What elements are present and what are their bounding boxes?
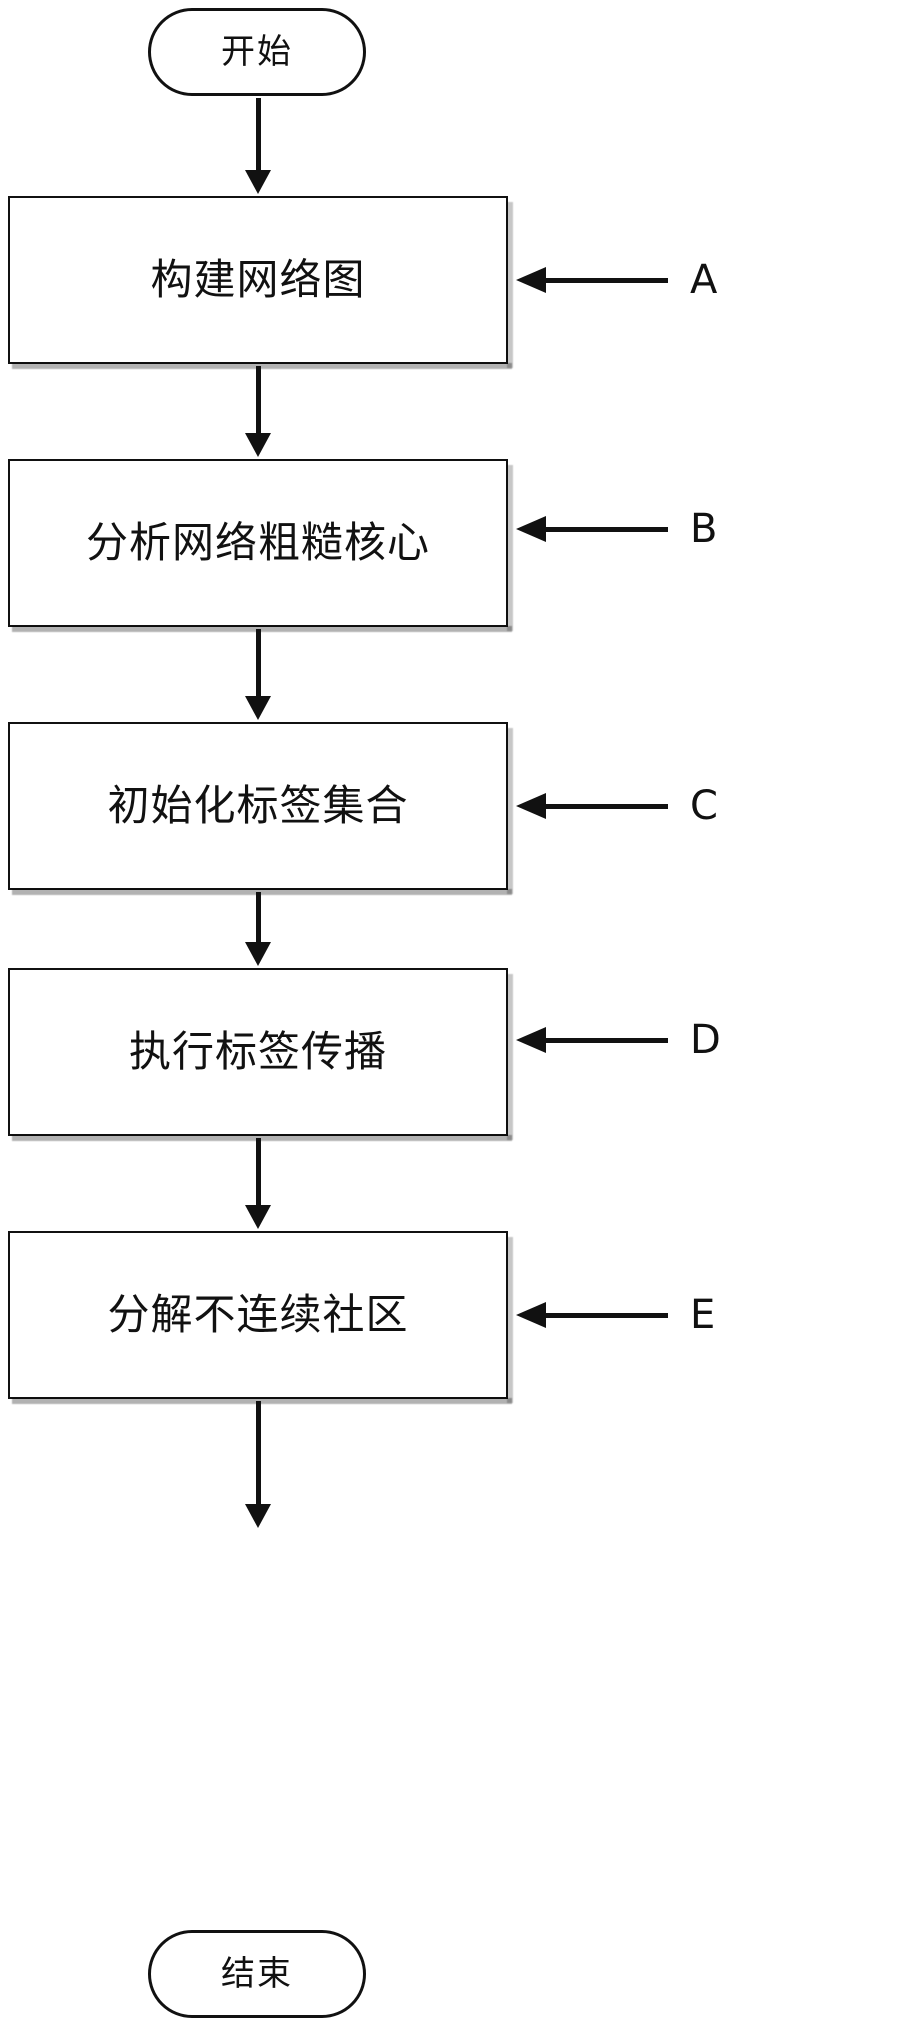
start-node-label: 开始 [221, 32, 293, 72]
callout-label-d: D [690, 1017, 721, 1063]
arrow-head-down-icon [245, 942, 271, 966]
callout-b: B [516, 502, 896, 556]
process-box-c[interactable]: 初始化标签集合 [8, 722, 508, 890]
process-box-d[interactable]: 执行标签传播 [8, 968, 508, 1136]
process-box-a[interactable]: 构建网络图 [8, 196, 508, 364]
callout-label-a: A [690, 257, 718, 303]
start-node[interactable]: 开始 [148, 8, 366, 96]
process-box-a-label: 构建网络图 [150, 255, 366, 304]
process-box-e-label: 分解不连续社区 [107, 1290, 409, 1339]
connector-c-to-d [245, 892, 271, 966]
arrow-head-down-icon [245, 1504, 271, 1528]
callout-arrow-left-icon [516, 793, 668, 819]
end-node[interactable]: 结束 [148, 1930, 366, 2018]
arrow-head-down-icon [245, 1205, 271, 1229]
connector-d-to-e [245, 1138, 271, 1229]
arrow-head-down-icon [245, 170, 271, 194]
callout-a: A [516, 253, 896, 307]
process-box-d-label: 执行标签传播 [128, 1027, 387, 1076]
callout-label-c: C [690, 783, 718, 829]
callout-d: D [516, 1013, 896, 1067]
arrow-head-down-icon [245, 696, 271, 720]
callout-e: E [516, 1288, 896, 1342]
callout-label-e: E [690, 1292, 716, 1338]
connector-e-to-end [245, 1401, 271, 1528]
end-node-label: 结束 [221, 1954, 293, 1994]
connector-b-to-c [245, 629, 271, 720]
connector-start-to-a [245, 98, 271, 194]
connector-a-to-b [245, 366, 271, 457]
process-box-c-label: 初始化标签集合 [107, 781, 409, 830]
callout-arrow-left-icon [516, 1027, 668, 1053]
process-box-b[interactable]: 分析网络粗糙核心 [8, 459, 508, 627]
arrow-head-down-icon [245, 433, 271, 457]
callout-label-b: B [690, 506, 718, 552]
callout-c: C [516, 779, 896, 833]
process-box-b-label: 分析网络粗糙核心 [85, 518, 430, 567]
callout-arrow-left-icon [516, 1302, 668, 1328]
callout-arrow-left-icon [516, 516, 668, 542]
process-box-e[interactable]: 分解不连续社区 [8, 1231, 508, 1399]
callout-arrow-left-icon [516, 267, 668, 293]
